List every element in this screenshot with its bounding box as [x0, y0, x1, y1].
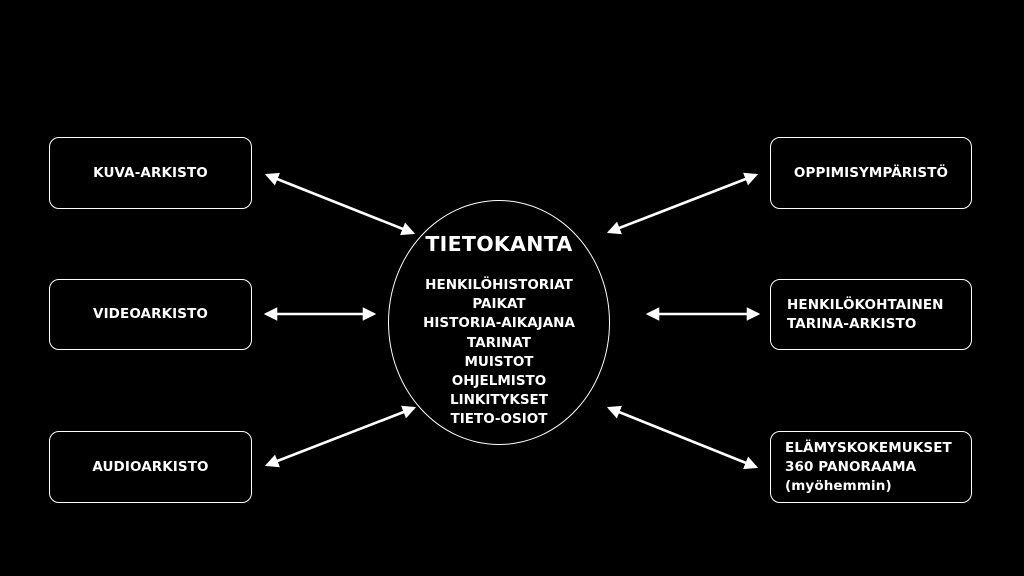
- personal-story-archive-box: HENKILÖKOHTAINEN TARINA-ARKISTO: [770, 279, 972, 350]
- hub-item: PAIKAT: [472, 296, 526, 313]
- experiences-line-1: ELÄMYSKOKEMUKSET: [785, 439, 952, 456]
- hub-item: OHJELMISTO: [451, 373, 547, 390]
- hub-item: HISTORIA-AIKAJANA: [423, 315, 575, 332]
- learning-environment-label: OPPIMISYMPÄRISTÖ: [793, 164, 949, 181]
- learning-environment-box: OPPIMISYMPÄRISTÖ: [770, 137, 972, 209]
- personal-story-line-1: HENKILÖKOHTAINEN: [787, 296, 944, 313]
- database-hub-circle: TIETOKANTA HENKILÖHISTORIAT PAIKAT HISTO…: [388, 200, 610, 445]
- video-archive-label: VIDEOARKISTO: [93, 306, 208, 322]
- audio-archive-label: AUDIOARKISTO: [92, 458, 209, 475]
- image-archive-box: KUVA-ARKISTO: [49, 137, 252, 209]
- experiences-line-2: 360 PANORAAMA: [785, 458, 917, 475]
- hub-item: HENKILÖHISTORIAT: [425, 277, 573, 293]
- arrow-image-archive: [264, 172, 416, 236]
- hub-title: TIETOKANTA: [425, 232, 573, 256]
- personal-story-line-2: TARINA-ARKISTO: [787, 315, 917, 332]
- image-archive-label: KUVA-ARKISTO: [93, 164, 208, 181]
- hub-item: MUISTOT: [464, 353, 534, 370]
- hub-item-list: HENKILÖHISTORIAT PAIKAT HISTORIA-AIKAJAN…: [389, 276, 609, 430]
- arrow-experiences: [606, 405, 759, 470]
- experiences-line-3: (myöhemmin): [785, 477, 892, 494]
- video-archive-box: VIDEOARKISTO: [49, 279, 252, 350]
- arrow-learning-environment: [606, 172, 759, 235]
- experiences-box: ELÄMYSKOKEMUKSET 360 PANORAAMA (myöhemmi…: [770, 431, 972, 503]
- hub-item: TIETO-OSIOT: [450, 411, 548, 428]
- audio-archive-box: AUDIOARKISTO: [49, 431, 252, 503]
- arrow-audio-archive: [264, 405, 417, 468]
- hub-item: LINKITYKSET: [449, 392, 548, 409]
- hub-item: TARINAT: [467, 334, 531, 351]
